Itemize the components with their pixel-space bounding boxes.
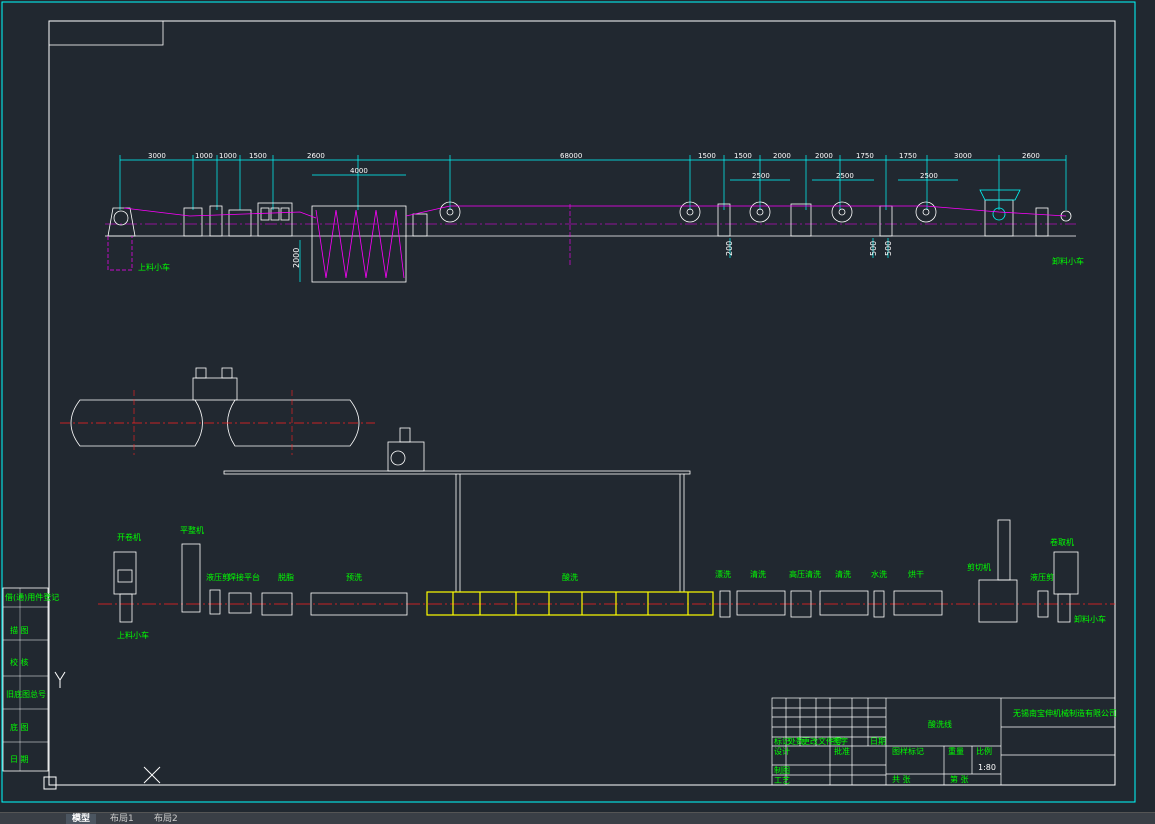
strip-item-5: 日 期 <box>10 755 29 764</box>
label-upload-cart: 上料小车 <box>117 630 149 640</box>
dim-14: 2600 <box>1022 152 1040 160</box>
dim-8: 1500 <box>734 152 752 160</box>
tb-date: 日期 <box>870 737 886 746</box>
dim-15: 2500 <box>752 172 770 180</box>
vdim-3: 500 <box>884 241 893 256</box>
dim-1: 1000 <box>195 152 213 160</box>
tb-stage-mark: 图样标记 <box>892 746 924 756</box>
pickling-tanks <box>426 591 714 616</box>
unload-cart-label-top: 卸料小车 <box>1052 256 1084 266</box>
label-wash: 清洗 <box>835 569 851 579</box>
dim-10: 2000 <box>815 152 833 160</box>
tb-file-no: 更改文件号 <box>802 736 842 746</box>
label-recoiler-2: 液压剪 <box>1030 572 1054 582</box>
vdim-1: 200 <box>725 241 734 256</box>
tab-layout1[interactable]: 布局1 <box>110 814 134 824</box>
label-pickling: 酸洗 <box>562 572 578 582</box>
tb-drawn: 制图 <box>774 765 790 775</box>
plan-view[interactable]: 开卷机 平整机 液压剪 焊接平台 脱脂 预洗 酸洗 漂洗 清洗 高压清洗 清洗 … <box>60 367 1115 640</box>
dim-5: 4000 <box>350 167 368 175</box>
dim-11: 1750 <box>856 152 874 160</box>
strip-item-2: 校 核 <box>10 657 29 667</box>
tab-model[interactable]: 模型 <box>66 814 97 824</box>
company-name: 无锡南宝伸机械制造有限公司 <box>1013 708 1117 718</box>
vdim-2: 500 <box>869 241 878 256</box>
tb-count: 处数 <box>788 736 804 746</box>
dim-13: 3000 <box>954 152 972 160</box>
label-leveler: 平整机 <box>180 525 204 535</box>
label-degreasing: 脱脂 <box>278 572 294 582</box>
strip-item-1: 描 图 <box>10 625 29 635</box>
ucs-icon <box>43 671 161 790</box>
dim-6: 68000 <box>560 152 582 160</box>
label-unload-cart: 卸料小车 <box>1074 614 1106 624</box>
dim-2: 1000 <box>219 152 237 160</box>
vdim-0: 2000 <box>292 248 301 268</box>
label-welding-table: 焊接平台 <box>228 572 260 582</box>
strip-item-3: 旧底图总号 <box>6 689 46 699</box>
dim-9: 2000 <box>773 152 791 160</box>
corner-stamp-box <box>48 20 164 46</box>
strip-item-4: 底 图 <box>10 722 29 732</box>
label-water: 水洗 <box>871 569 887 579</box>
dim-16: 2500 <box>836 172 854 180</box>
tb-sheet: 共 张 <box>892 775 911 784</box>
label-high-pressure-rinse: 高压清洗 <box>789 569 821 579</box>
dim-3: 1500 <box>249 152 267 160</box>
label-drying: 烘干 <box>908 569 924 579</box>
tb-process: 工艺 <box>774 776 790 785</box>
dim-4: 2600 <box>307 152 325 160</box>
dim-7: 1500 <box>698 152 716 160</box>
acid-storage-tanks <box>70 367 360 447</box>
label-recoiler: 卷取机 <box>1050 537 1074 547</box>
tb-weight: 重量 <box>948 746 964 756</box>
tab-layout2[interactable]: 布局2 <box>154 814 178 824</box>
label-hydraulic-shear: 液压剪 <box>206 572 230 582</box>
label-rinse: 漂洗 <box>715 569 731 579</box>
tb-approved: 批准 <box>834 746 850 756</box>
left-revision-strip: 借(通)用件登记 描 图 校 核 旧底图总号 底 图 日 期 <box>2 587 59 772</box>
label-uncoiler: 开卷机 <box>117 532 141 542</box>
upload-cart-label-top: 上料小车 <box>138 262 170 272</box>
dim-0: 3000 <box>148 152 166 160</box>
scale-value: 1:80 <box>978 763 996 772</box>
title-block: 酸洗线 无锡南宝伸机械制造有限公司 1:80 标记 处数 更改文件号 签字 日期… <box>771 697 1117 786</box>
label-clean: 清洗 <box>750 569 766 579</box>
tb-designer: 设计 <box>774 746 790 756</box>
drawing-name: 酸洗线 <box>928 719 952 729</box>
tb-sheet-no: 第 张 <box>950 774 969 784</box>
label-trough: 预洗 <box>346 572 362 582</box>
drawing-border <box>48 20 1116 786</box>
tb-marks: 标记 <box>774 736 790 746</box>
viewport-frame <box>1 1 1136 803</box>
dim-17: 2500 <box>920 172 938 180</box>
label-shear: 剪切机 <box>967 562 991 572</box>
tb-sign: 签字 <box>832 736 848 746</box>
tb-scale-label: 比例 <box>976 746 992 756</box>
strip-item-0: 借(通)用件登记 <box>5 592 59 602</box>
elevation-view[interactable]: 3000 1000 1000 1500 2600 4000 68000 1500… <box>105 152 1084 283</box>
dim-12: 1750 <box>899 152 917 160</box>
layout-tab-bar: 模型 布局1 布局2 <box>0 812 1155 824</box>
